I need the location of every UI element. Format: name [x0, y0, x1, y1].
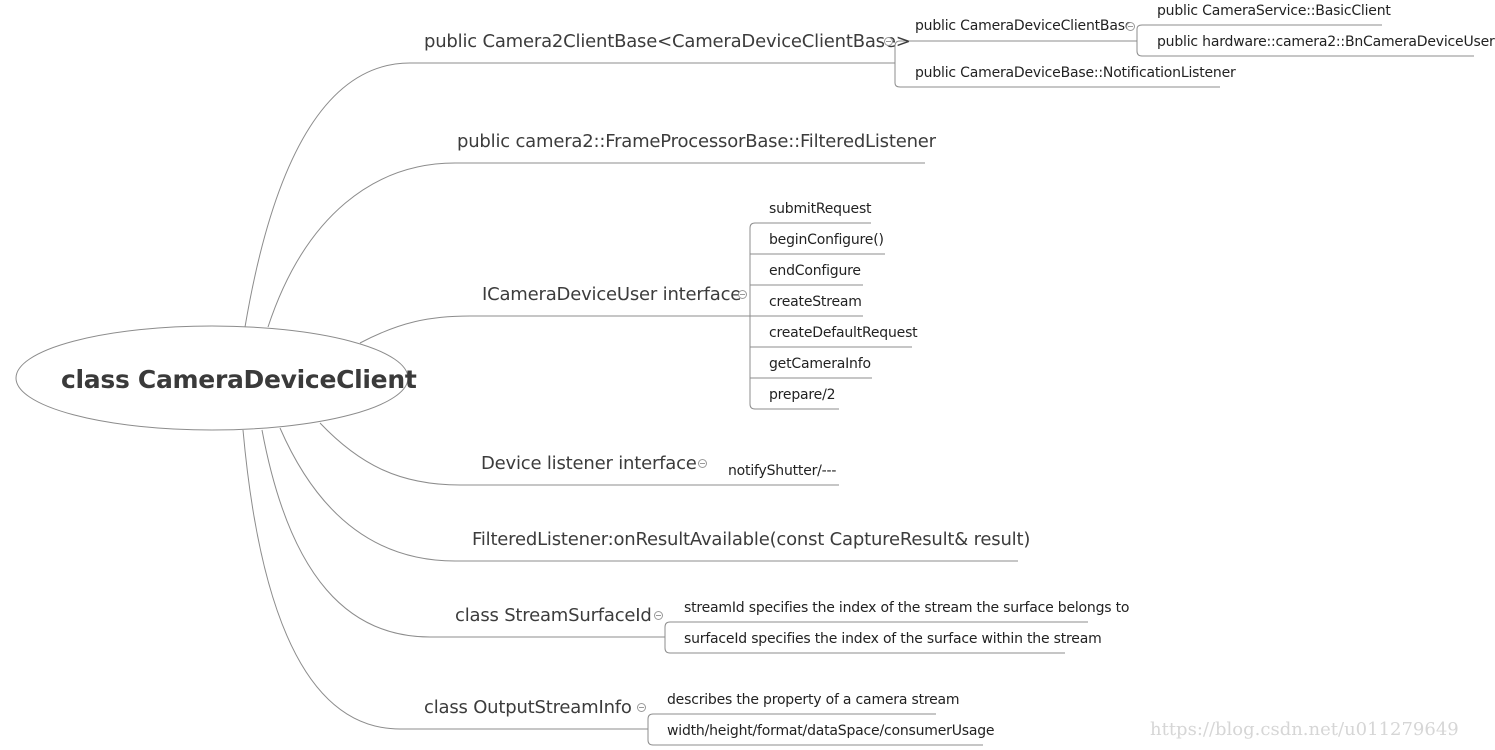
connector-b6-children	[664, 621, 1088, 654]
connector-b3-children	[749, 222, 912, 410]
watermark-text: https://blog.csdn.net/u011279649	[1150, 719, 1459, 740]
collapse-toggle-icon[interactable]	[654, 611, 663, 620]
root-node-outline	[15, 325, 409, 431]
node-label-createdefaultrequest[interactable]: createDefaultRequest	[769, 325, 918, 341]
connector-b1-c1-g2	[1136, 41, 1474, 57]
connector-b1-c1-g1	[1136, 24, 1382, 41]
node-label-prepare[interactable]: prepare/2	[769, 387, 836, 403]
node-label-notifyshutter[interactable]: notifyShutter/---	[728, 463, 837, 479]
connector-branch-7	[242, 429, 648, 730]
branch-label-camera2clientbase[interactable]: public Camera2ClientBase<CameraDeviceCli…	[424, 31, 911, 52]
node-label-submitrequest[interactable]: submitRequest	[769, 201, 872, 217]
collapse-toggle-icon[interactable]	[884, 37, 893, 46]
node-label-cameradeviceclientbase[interactable]: public CameraDeviceClientBase	[915, 18, 1134, 34]
branch-label-onresultavailable[interactable]: FilteredListener:onResultAvailable(const…	[472, 529, 1031, 550]
branch-label-device-listener[interactable]: Device listener interface	[481, 453, 697, 474]
node-label-endconfigure[interactable]: endConfigure	[769, 263, 861, 279]
root-node-label[interactable]: class CameraDeviceClient	[61, 365, 417, 394]
node-label-notificationlistener[interactable]: public CameraDeviceBase::NotificationLis…	[915, 65, 1236, 81]
collapse-toggle-icon[interactable]	[698, 459, 707, 468]
collapse-toggle-icon[interactable]	[738, 290, 747, 299]
node-label-stream-property[interactable]: describes the property of a camera strea…	[667, 692, 960, 708]
connector-b7-children	[647, 713, 983, 746]
node-label-getcamerainfo[interactable]: getCameraInfo	[769, 356, 871, 372]
node-label-beginconfigure[interactable]: beginConfigure()	[769, 232, 884, 248]
connector-branch-3	[359, 315, 750, 344]
connector-b1-c2	[894, 63, 1220, 88]
connector-b1-c1	[894, 40, 1137, 63]
branch-label-icameradeviceuser[interactable]: ICameraDeviceUser interface	[482, 284, 742, 305]
collapse-toggle-icon[interactable]	[1126, 22, 1135, 31]
connector-branch-2	[267, 162, 925, 328]
branch-label-streamsurfaceid[interactable]: class StreamSurfaceId	[455, 605, 652, 626]
node-label-streamid[interactable]: streamId specifies the index of the stre…	[684, 600, 1130, 616]
connector-branch-4	[319, 422, 690, 486]
node-label-surfaceid[interactable]: surfaceId specifies the index of the sur…	[684, 631, 1102, 647]
branch-label-outputstreaminfo[interactable]: class OutputStreamInfo	[424, 697, 632, 718]
connector-branch-5	[279, 427, 1018, 562]
node-label-createstream[interactable]: createStream	[769, 294, 862, 310]
branch-label-filteredlistener[interactable]: public camera2::FrameProcessorBase::Filt…	[457, 131, 936, 152]
node-label-bncameradeviceuser[interactable]: public hardware::camera2::BnCameraDevice…	[1157, 34, 1495, 50]
connector-branch-1	[244, 62, 895, 328]
collapse-toggle-icon[interactable]	[637, 703, 646, 712]
node-label-stream-fields[interactable]: width/height/format/dataSpace/consumerUs…	[667, 723, 995, 739]
connector-branch-6	[261, 429, 665, 638]
node-label-basicclient[interactable]: public CameraService::BasicClient	[1157, 3, 1391, 19]
